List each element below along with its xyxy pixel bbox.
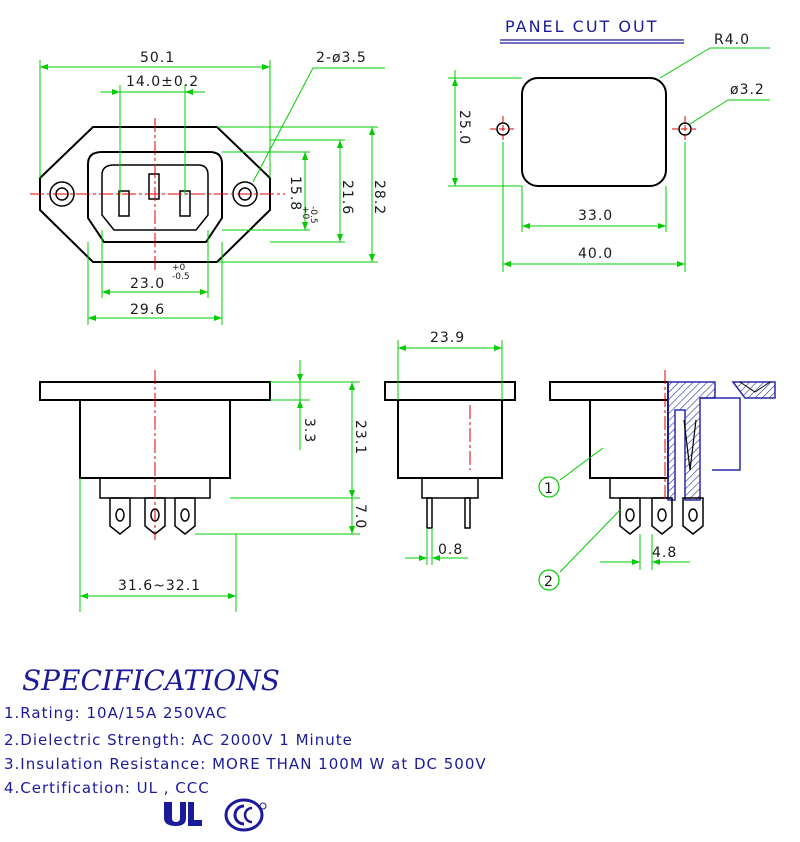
panel-cut-out-opening: [521, 77, 667, 187]
middle-terminal-right: [464, 497, 471, 529]
section-terminal-right: [682, 497, 704, 535]
section-hatch: [667, 381, 716, 501]
dim-panel-radius: R4.0: [714, 32, 750, 48]
ul-recognized-icon: [164, 802, 202, 826]
dim-mounting-holes: 2-ø3.5: [316, 50, 367, 66]
section-terminal-left: [619, 497, 641, 535]
front-pin-left: [118, 190, 130, 217]
spec-certification: 4.Certification: UL , CCC: [4, 779, 210, 797]
front-view: 50.1 14.0±0.2 2-ø3.5 15.8 +0 -0.5 21.6 2…: [30, 50, 387, 325]
middle-flange: [384, 381, 516, 401]
dim-side-width: 23.9: [430, 330, 465, 346]
dim-flange-inner-width: 29.6: [130, 302, 165, 318]
dim-panel-outer-width: 40.0: [578, 246, 613, 262]
dim-flange-inner-height: 21.6: [339, 180, 355, 215]
dim-flange-height: 28.2: [371, 180, 387, 215]
dim-body-height-tol-upper: +0: [300, 206, 310, 220]
section-view: 1 2 4.8: [538, 370, 776, 591]
dim-body-depth: 23.1: [352, 420, 368, 455]
callout-2-marker: [538, 569, 560, 591]
middle-body: [397, 399, 503, 479]
dim-panel-hole-dia: ø3.2: [730, 82, 765, 98]
dim-body-width-tol-upper: +0: [172, 263, 186, 273]
front-body-outline: [87, 151, 223, 243]
spec-rating: 1.Rating: 10A/15A 250VAC: [4, 704, 228, 722]
callout-1-label: 1: [544, 481, 554, 497]
dim-flange-thickness: 3.3: [301, 418, 317, 443]
dim-body-width-tol-lower: -0.5: [172, 272, 190, 282]
dim-body-width: 23.0: [130, 276, 165, 292]
dim-panel-height: 25.0: [456, 110, 472, 145]
side-view-left: 3.3 23.1 7.0 31.6~32.1: [39, 360, 368, 612]
side-terminal-middle: [144, 497, 166, 535]
front-socket-outline: [101, 164, 209, 231]
dim-panel-range: 31.6~32.1: [118, 578, 201, 594]
front-pin-earth: [148, 173, 160, 200]
middle-terminal-left: [426, 497, 433, 529]
dim-panel-inner-width: 33.0: [578, 208, 613, 224]
section-body: [589, 399, 669, 479]
panel-cut-out: PANEL CUT OUT R4.0 ø3.2 25.0 33.0: [448, 17, 770, 272]
dim-pin-spacing: 14.0±0.2: [126, 74, 199, 90]
side-terminal-right: [174, 497, 196, 535]
callout-1-marker: [538, 476, 560, 498]
spec-insulation-resistance: 3.Insulation Resistance: MORE THAN 100M …: [4, 755, 487, 773]
ccc-icon: [224, 798, 267, 832]
spec-dielectric-strength: 2.Dielectric Strength: AC 2000V 1 Minute: [4, 731, 353, 749]
panel-cut-out-title: PANEL CUT OUT: [505, 17, 658, 36]
side-terminal-left: [109, 497, 131, 535]
callout-2-label: 2: [544, 574, 554, 590]
specifications-title: SPECIFICATIONS: [22, 664, 280, 697]
dim-body-height: 15.8: [287, 176, 303, 211]
section-terminal-middle: [651, 497, 673, 535]
dim-terminal-length: 7.0: [352, 504, 368, 529]
side-view-middle: 23.9 0.8: [384, 330, 516, 565]
dim-body-height-tol-lower: -0.5: [308, 206, 318, 224]
section-flange: [549, 381, 669, 401]
dim-overall-width: 50.1: [140, 50, 175, 66]
dim-terminal-thickness: 0.8: [438, 542, 463, 558]
dim-terminal-width: 4.8: [652, 545, 677, 561]
